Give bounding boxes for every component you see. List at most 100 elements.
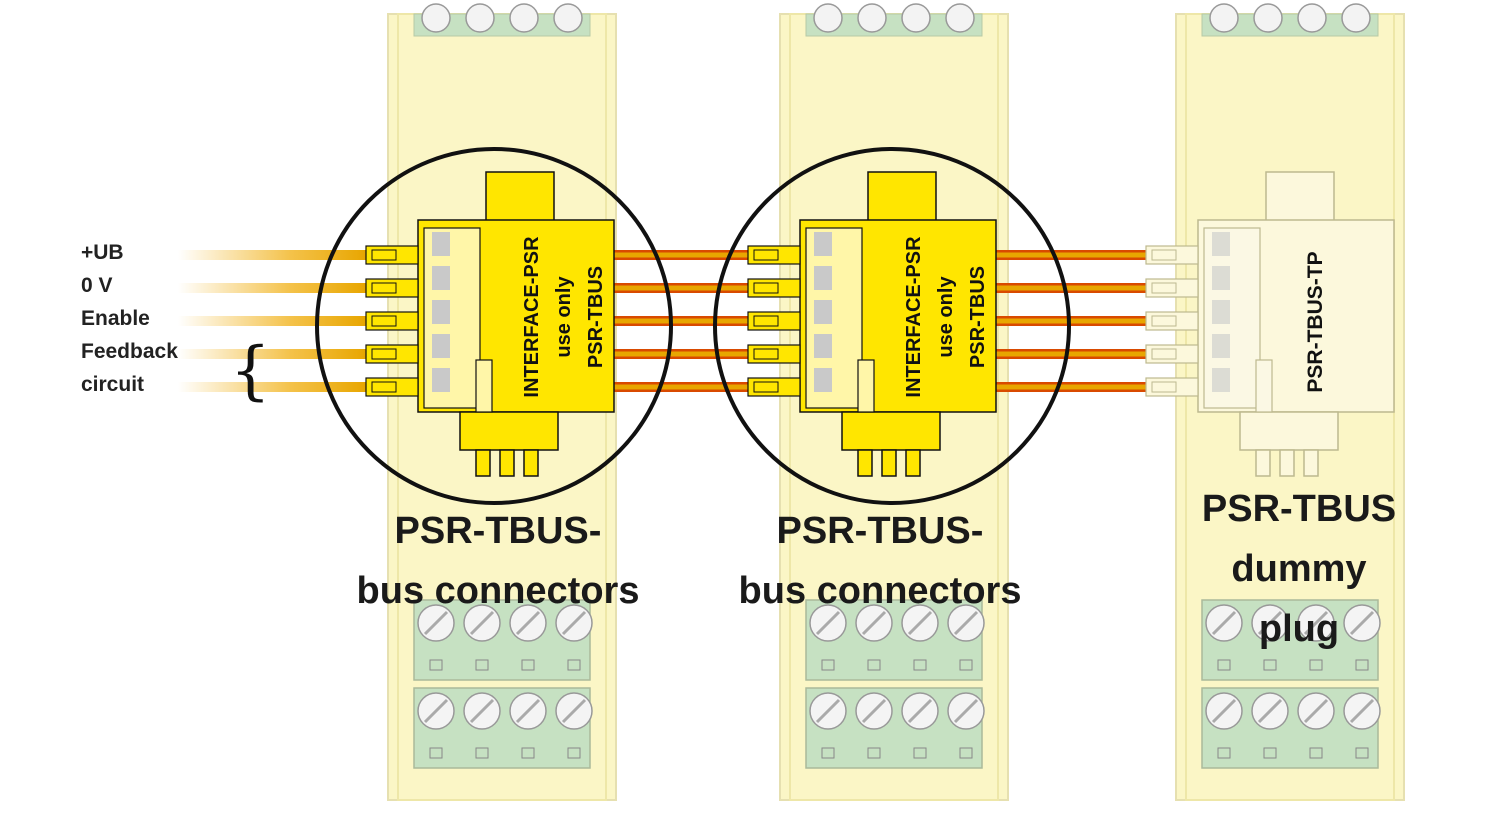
connector-2 bbox=[747, 171, 997, 477]
wire-mid-4-core bbox=[612, 351, 748, 357]
screw-slot bbox=[469, 698, 495, 724]
pin-slot bbox=[371, 282, 397, 294]
terminal-opening bbox=[913, 747, 927, 759]
connector-pin-left bbox=[747, 278, 801, 298]
dummy-caption-line-3: plug bbox=[1259, 608, 1339, 650]
connector-foot bbox=[1239, 411, 1339, 451]
screw-slot bbox=[515, 610, 541, 636]
highlight-circle-2 bbox=[713, 147, 1071, 505]
connector-pin bbox=[499, 449, 515, 477]
contact-cell bbox=[1212, 232, 1230, 256]
wire-in-5-edge bbox=[178, 382, 366, 392]
signal-label-enable: Enable bbox=[81, 307, 150, 330]
pin-slot bbox=[753, 348, 779, 360]
connector-2-line-2: use only bbox=[935, 276, 957, 358]
screw-slot bbox=[1349, 698, 1375, 724]
screw-slot bbox=[1303, 610, 1329, 636]
wire-out-4-core bbox=[995, 351, 1146, 357]
contact-cell bbox=[432, 266, 450, 290]
terminal-opening bbox=[475, 747, 489, 759]
screw-slot bbox=[423, 610, 449, 636]
screw-slot bbox=[953, 610, 979, 636]
wire-in-1-edge bbox=[178, 250, 366, 260]
connector-pin bbox=[475, 449, 491, 477]
connector-pin bbox=[1303, 449, 1319, 477]
screw-slot bbox=[907, 610, 933, 636]
terminal-screw bbox=[901, 3, 931, 33]
terminal-opening bbox=[1355, 659, 1369, 671]
connector-2-line-1: INTERFACE-PSR bbox=[903, 236, 925, 398]
pin-slot bbox=[753, 282, 779, 294]
connector-pin-left bbox=[365, 377, 419, 397]
connector-1-line-1: INTERFACE-PSR bbox=[521, 236, 543, 398]
terminal-opening bbox=[521, 659, 535, 671]
connector-1 bbox=[365, 171, 615, 477]
terminal-screw bbox=[1253, 3, 1283, 33]
module-3 bbox=[1175, 3, 1405, 801]
top-terminal-strip bbox=[805, 13, 983, 37]
connector-pin-left bbox=[1145, 377, 1199, 397]
terminal-screw bbox=[1341, 3, 1371, 33]
terminal-screw bbox=[813, 3, 843, 33]
connector-pin-left bbox=[1145, 278, 1199, 298]
screw-slot bbox=[1211, 610, 1237, 636]
connector-pin-left bbox=[747, 245, 801, 265]
wire-out-1-core bbox=[995, 252, 1146, 258]
module-1-caption: PSR-TBUS- bus connectors bbox=[357, 510, 640, 612]
contact-cell bbox=[1212, 266, 1230, 290]
dummy-caption-line-2: dummy bbox=[1231, 548, 1366, 590]
connector-pin bbox=[905, 449, 921, 477]
terminal-opening bbox=[429, 659, 443, 671]
pin-slot bbox=[1151, 381, 1177, 393]
terminal-opening bbox=[1217, 747, 1231, 759]
connector-top-tab bbox=[1265, 171, 1335, 223]
screw-slot bbox=[1257, 698, 1283, 724]
wire-out-5-core bbox=[995, 384, 1146, 390]
connector-pin bbox=[857, 449, 873, 477]
dummy-plug-text: PSR-TBUS-TP bbox=[1304, 251, 1327, 392]
pin-slot bbox=[371, 315, 397, 327]
connector-2-text: INTERFACE-PSR use only PSR-TBUS bbox=[903, 236, 989, 398]
contact-cell bbox=[814, 300, 832, 324]
connectors bbox=[365, 171, 1395, 477]
terminal-opening bbox=[867, 659, 881, 671]
signal-label-feedback: Feedback bbox=[81, 340, 178, 363]
connector-pin bbox=[1279, 449, 1295, 477]
wire-in-4-edge bbox=[178, 349, 366, 359]
module-2-caption-line-1: PSR-TBUS- bbox=[777, 510, 984, 552]
connector-foot bbox=[841, 411, 941, 451]
contact-cell bbox=[432, 334, 450, 358]
connector-pin bbox=[523, 449, 539, 477]
connector-2-line-3: PSR-TBUS bbox=[967, 266, 989, 368]
connector-pin-left bbox=[365, 344, 419, 364]
screw-slot bbox=[1257, 610, 1283, 636]
pin-slot bbox=[371, 249, 397, 261]
connector-top-tab bbox=[867, 171, 937, 223]
contact-cell bbox=[814, 232, 832, 256]
terminal-opening bbox=[567, 747, 581, 759]
screw-slot bbox=[469, 610, 495, 636]
terminal-opening bbox=[821, 747, 835, 759]
connector-pin-left bbox=[747, 311, 801, 331]
signal-labels: +UB 0 V Enable Feedback circuit { bbox=[81, 241, 271, 408]
module-1-caption-line-1: PSR-TBUS- bbox=[395, 510, 602, 552]
contact-cell bbox=[814, 266, 832, 290]
pin-slot bbox=[371, 348, 397, 360]
signal-label-0v: 0 V bbox=[81, 274, 113, 297]
connector-pin-left bbox=[365, 311, 419, 331]
terminal-opening bbox=[1309, 747, 1323, 759]
terminal-opening bbox=[1355, 747, 1369, 759]
terminal-opening bbox=[475, 659, 489, 671]
screw-slot bbox=[515, 698, 541, 724]
latch bbox=[475, 359, 493, 413]
connector-pin-left bbox=[1145, 311, 1199, 331]
pin-slot bbox=[753, 249, 779, 261]
connector-top-tab bbox=[485, 171, 555, 223]
connector-3 bbox=[1145, 171, 1395, 477]
terminal-screw bbox=[421, 3, 451, 33]
module-1-caption-line-2: bus connectors bbox=[357, 570, 640, 612]
wire-mid-5-core bbox=[612, 384, 748, 390]
screw-slot bbox=[815, 698, 841, 724]
terminal-opening bbox=[913, 659, 927, 671]
feedback-bracket: { bbox=[230, 334, 271, 408]
